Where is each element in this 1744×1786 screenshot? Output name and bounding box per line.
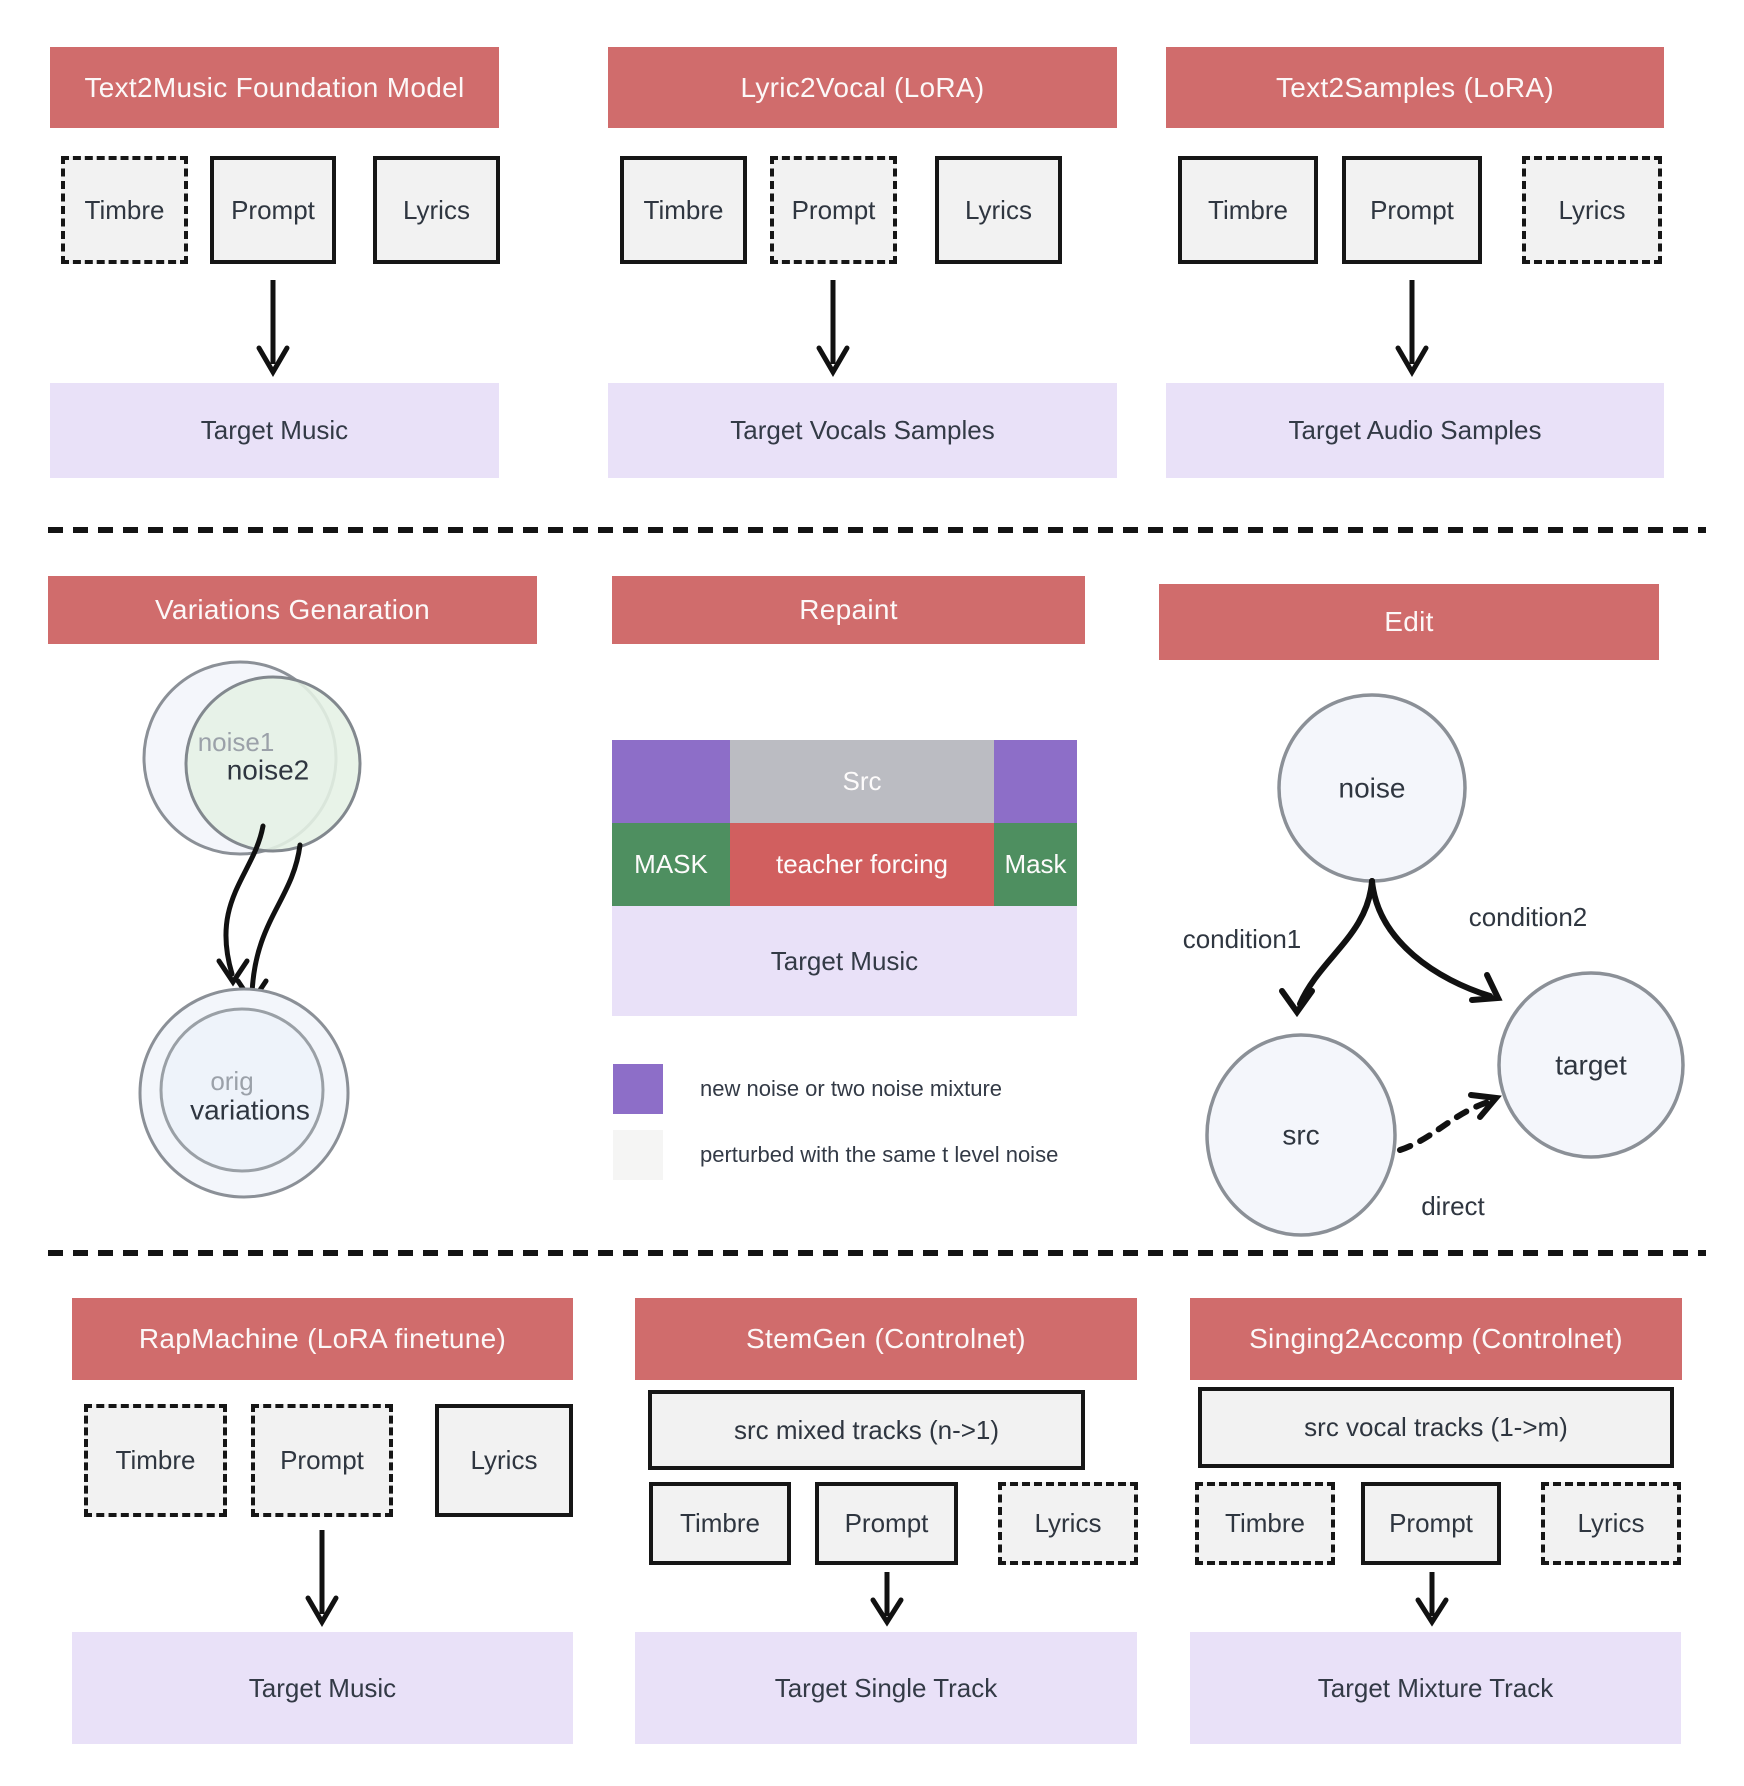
arrowhead	[1468, 1092, 1502, 1120]
target-bar: Target Vocals Samples	[608, 383, 1117, 478]
panel-title: Singing2Accomp (Controlnet)	[1190, 1298, 1682, 1380]
target-music-block: Target Music	[612, 906, 1077, 1016]
panel-title: StemGen (Controlnet)	[635, 1298, 1137, 1380]
down-arrow-icon	[1415, 1572, 1449, 1627]
timbre-box: Timbre	[620, 156, 747, 264]
arrowhead	[216, 958, 250, 987]
condition1-label: condition1	[1183, 924, 1302, 954]
src-tracks-box: src vocal tracks (1->m)	[1198, 1387, 1674, 1468]
src-circle	[1205, 1033, 1397, 1237]
repaint-top-row: Src	[612, 740, 1077, 823]
panel-title: Lyric2Vocal (LoRA)	[608, 47, 1117, 128]
orig-label: orig	[210, 1066, 253, 1096]
src-label: src	[1282, 1119, 1319, 1150]
curved-arrow-icon	[1297, 878, 1375, 1007]
noise2-label: noise2	[227, 754, 310, 785]
target-bar: Target Audio Samples	[1166, 383, 1664, 478]
panel-title: Text2Samples (LoRA)	[1166, 47, 1664, 128]
new-noise-left-block	[612, 740, 730, 823]
src-tracks-box: src mixed tracks (n->1)	[648, 1390, 1085, 1470]
timbre-box: Timbre	[1195, 1482, 1335, 1565]
noise-label: noise	[1339, 772, 1406, 803]
panel-title: Repaint	[612, 576, 1085, 644]
new-noise-right-block	[994, 740, 1077, 823]
prompt-box: Prompt	[251, 1404, 393, 1517]
src-block: Src	[730, 740, 994, 823]
variations-label: variations	[190, 1094, 310, 1125]
panel-title: Text2Music Foundation Model	[50, 47, 499, 128]
legend-swatch-purple	[613, 1064, 663, 1114]
target-bar: Target Single Track	[635, 1632, 1137, 1744]
prompt-box: Prompt	[1342, 156, 1482, 264]
legend-swatch-light	[613, 1130, 663, 1180]
legend-label: perturbed with the same t level noise	[700, 1142, 1059, 1167]
down-arrow-icon	[305, 1530, 339, 1627]
row-separator	[48, 1250, 1706, 1256]
lyrics-box: Lyrics	[998, 1482, 1138, 1565]
mask-left-block: MASK	[612, 823, 730, 906]
curved-arrow-icon	[249, 842, 303, 997]
direct-label: direct	[1421, 1191, 1485, 1221]
prompt-box: Prompt	[815, 1482, 958, 1565]
curved-arrow-icon	[223, 823, 266, 977]
down-arrow-icon	[1395, 280, 1429, 377]
prompt-box: Prompt	[210, 156, 336, 264]
teacher-forcing-block: teacher forcing	[730, 823, 994, 906]
legend-label: new noise or two noise mixture	[700, 1076, 1003, 1101]
timbre-box: Timbre	[1178, 156, 1318, 264]
repaint-middle-row: MASK teacher forcing Mask	[612, 823, 1077, 906]
noise1-label: noise1	[198, 727, 275, 757]
panel-title: Variations Genaration	[48, 576, 537, 644]
down-arrow-icon	[870, 1572, 904, 1627]
target-circle	[1497, 971, 1685, 1159]
arrowhead	[1469, 972, 1503, 1003]
panel-title: RapMachine (LoRA finetune)	[72, 1298, 573, 1380]
edit-diagram: noise condition1 condition2 src target d…	[1183, 693, 1685, 1237]
prompt-box: Prompt	[770, 156, 897, 264]
legend-item: perturbed with the same t level noise	[613, 1130, 1058, 1180]
mask-right-block: Mask	[994, 823, 1077, 906]
variations-circle	[159, 1007, 325, 1173]
timbre-box: Timbre	[61, 156, 188, 264]
down-arrow-icon	[256, 280, 290, 377]
target-bar: Target Music	[50, 383, 499, 478]
target-bar: Target Mixture Track	[1190, 1632, 1681, 1744]
dashed-arrow-icon	[1397, 1099, 1491, 1153]
legend-item: new noise or two noise mixture	[613, 1064, 1002, 1114]
arrowhead	[1279, 988, 1315, 1018]
variations-diagram: noise1 noise2 orig variations	[138, 660, 362, 1199]
repaint-block: Src MASK teacher forcing Mask Target Mus…	[612, 740, 1077, 1016]
lyrics-box: Lyrics	[935, 156, 1062, 264]
lyrics-box: Lyrics	[1522, 156, 1662, 264]
lyrics-box: Lyrics	[373, 156, 500, 264]
lyrics-box: Lyrics	[1541, 1482, 1681, 1565]
condition2-label: condition2	[1469, 902, 1588, 932]
timbre-box: Timbre	[649, 1482, 791, 1565]
down-arrow-icon	[816, 280, 850, 377]
target-label: target	[1555, 1049, 1627, 1080]
target-bar: Target Music	[72, 1632, 573, 1744]
prompt-box: Prompt	[1361, 1482, 1501, 1565]
lyrics-box: Lyrics	[435, 1404, 573, 1517]
timbre-box: Timbre	[84, 1404, 227, 1517]
noise2-circle	[184, 675, 362, 853]
curved-arrow-icon	[1369, 878, 1493, 999]
row-separator	[48, 527, 1706, 533]
panel-title: Edit	[1159, 584, 1659, 660]
